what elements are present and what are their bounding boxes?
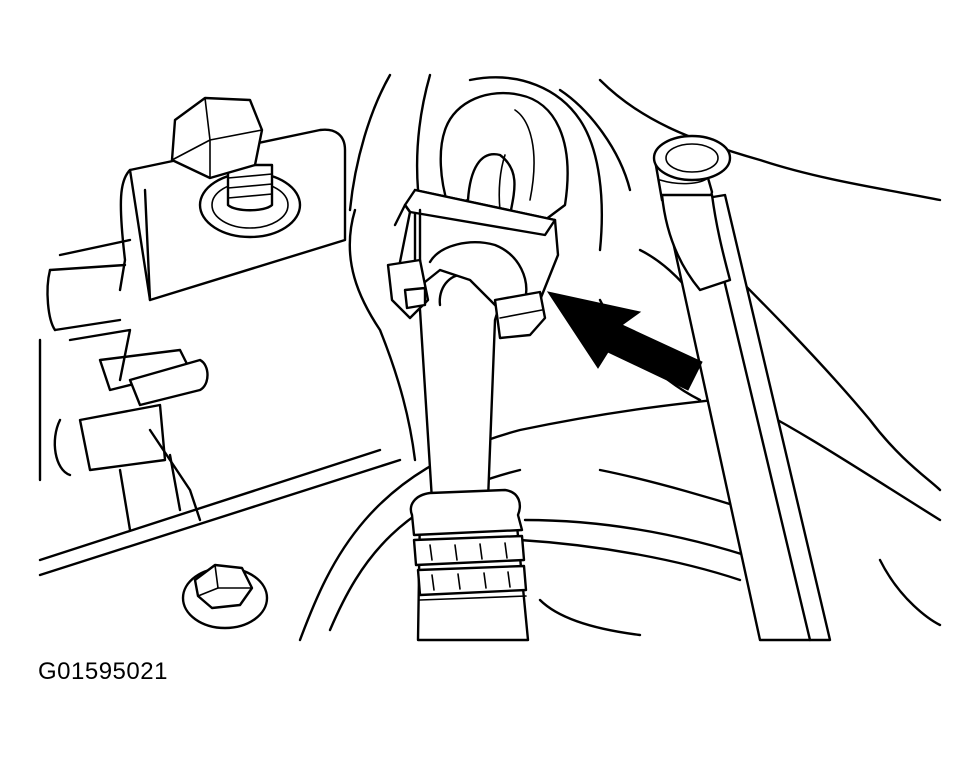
- right-hose: [652, 134, 832, 642]
- line-clip[interactable]: [386, 188, 560, 340]
- callout-arrow: [546, 291, 703, 391]
- ac-line: [409, 243, 530, 642]
- figure-id-label: G01595021: [38, 658, 168, 685]
- hex-bolt-bottom: [181, 563, 269, 630]
- hex-bolt-top: [170, 96, 302, 239]
- mounting-bracket: [38, 128, 347, 532]
